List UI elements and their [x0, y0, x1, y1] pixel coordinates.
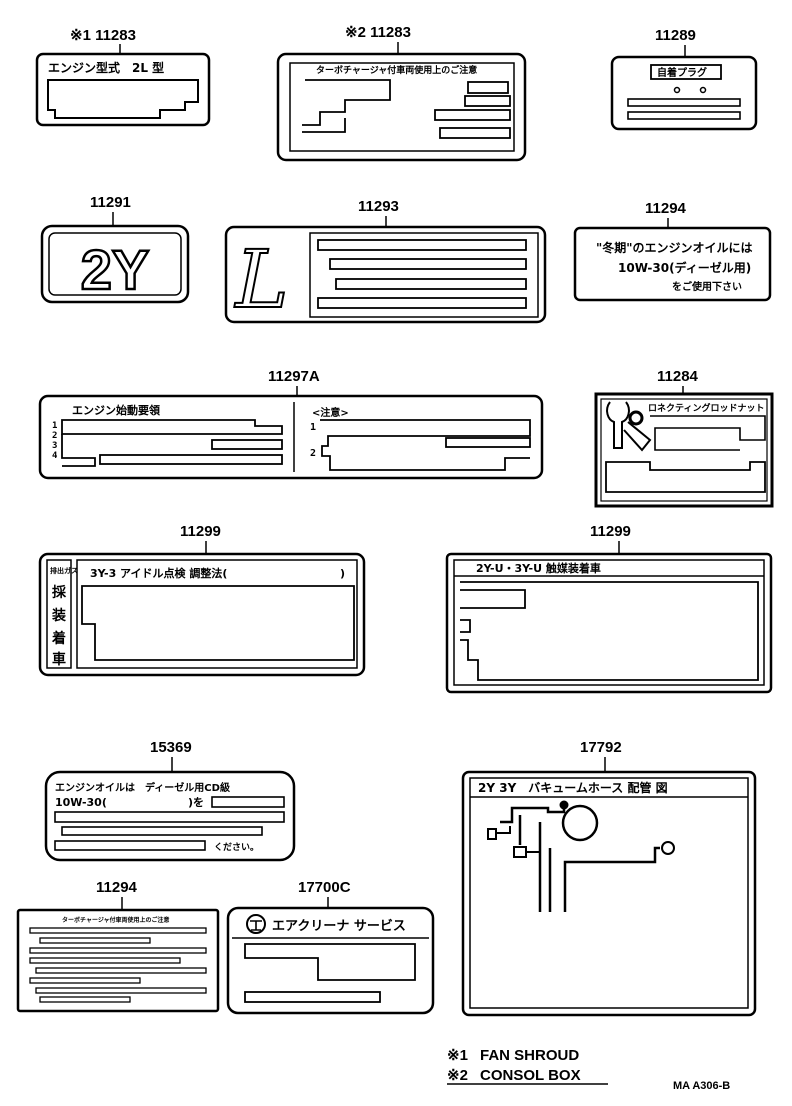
- part-number: ※1 11283: [70, 27, 136, 44]
- label-text: ください。: [214, 842, 259, 853]
- label-text: 2Y-U・3Y-U 触媒装着車: [476, 561, 601, 575]
- legend-mark: ※1: [447, 1047, 468, 1064]
- label-text: 着: [51, 630, 66, 647]
- label-text: ): [340, 567, 345, 580]
- part-number: 11299: [180, 523, 221, 540]
- label-11291: 11291 2Y: [40, 194, 190, 304]
- part-number: 11299: [590, 523, 631, 540]
- label-text: ロネクティングロッドナット: [648, 402, 764, 414]
- part-number: 11291: [90, 194, 131, 211]
- part-number: 17792: [580, 739, 622, 756]
- label-text: 装: [51, 607, 67, 624]
- label-15369: 15369 エンジンオイルは ディーゼル用CD級 10W-30( )を ください…: [44, 739, 296, 862]
- step-number: 4: [52, 451, 58, 461]
- label-11283-consol-box: ※2 11283 ターボチャージャ付車両使用上のご注意: [276, 24, 527, 162]
- part-number: 17700C: [298, 879, 351, 896]
- label-11294-oil-notice: 11294 "冬期"のエンジンオイルには 10W-30(ディーゼル用) をご使用…: [573, 200, 772, 302]
- label-text: 10W-30(: [55, 796, 107, 809]
- label-text: 2Y 3Y バキュームホース 配管 図: [478, 780, 668, 795]
- part-number: 11289: [655, 27, 696, 44]
- label-text: をご使用下さい: [672, 280, 742, 293]
- label-text: ターボチャージャ付車両使用上のご注意: [316, 64, 477, 76]
- label-11284: 11284 ロネクティングロッドナット: [594, 368, 774, 508]
- label-text: 排出ガス: [50, 566, 78, 575]
- label-11289: 11289 自着プラグ: [610, 27, 758, 131]
- legend: ※1 FAN SHROUD ※2 CONSOL BOX: [447, 1047, 608, 1085]
- label-text: 自着プラグ: [657, 66, 707, 79]
- note-number: 2: [310, 448, 316, 459]
- part-number: 11294: [645, 200, 687, 217]
- part-number: 11284: [657, 368, 699, 385]
- legend-text: CONSOL BOX: [480, 1067, 581, 1084]
- legend-mark: ※2: [447, 1067, 468, 1084]
- label-17792: 17792 2Y 3Y バキュームホース 配管 図: [461, 739, 757, 1017]
- label-text: 車: [52, 651, 66, 668]
- note-number: 1: [310, 422, 316, 433]
- figure-code: MA A306-B: [673, 1080, 730, 1092]
- part-number: 11297A: [268, 368, 320, 385]
- step-number: 2: [52, 431, 57, 441]
- label-11297A: 11297A エンジン始動要領 <注意> 1 2 3 4 1 2: [38, 368, 544, 480]
- step-number: 3: [52, 441, 57, 451]
- label-text: 2Y: [81, 238, 150, 301]
- label-11283-fan-shroud: ※1 11283 エンジン型式 2L 型: [35, 27, 211, 127]
- label-text: エアクリーナ サービス: [272, 918, 406, 934]
- label-text: 10W-30(ディーゼル用): [618, 260, 751, 275]
- part-number: 15369: [150, 739, 192, 756]
- part-number: ※2 11283: [345, 24, 411, 41]
- part-number: 11293: [358, 198, 399, 215]
- label-text: エンジンオイルは ディーゼル用CD級: [55, 781, 230, 794]
- label-text: エンジン型式 2L 型: [48, 60, 164, 75]
- label-text: )を: [188, 796, 204, 809]
- step-number: 1: [52, 421, 57, 431]
- label-text: <注意>: [312, 406, 349, 419]
- label-text: "冬期"のエンジンオイルには: [596, 240, 753, 255]
- label-text: 3Y-3 アイドル点検 調整法(: [90, 566, 227, 580]
- label-11299-left: 11299 排出ガス 採 装 着 車 3Y-3 アイドル点検 調整法( ): [38, 523, 366, 677]
- part-number: 11294: [96, 879, 138, 896]
- label-17700C: 17700C エアクリーナ サービス: [226, 879, 435, 1015]
- label-text: L: [233, 233, 288, 326]
- label-11293: 11293 L: [224, 198, 547, 327]
- label-11294-turbo: 11294 ターボチャージャ付車両使用上のご注意: [16, 879, 220, 1013]
- label-text: 採: [52, 584, 67, 601]
- label-text: ターボチャージャ付車両使用上のご注意: [62, 916, 170, 924]
- label-11299-right: 11299 2Y-U・3Y-U 触媒装着車: [445, 523, 773, 694]
- legend-text: FAN SHROUD: [480, 1047, 579, 1064]
- label-text: エンジン始動要領: [72, 403, 161, 417]
